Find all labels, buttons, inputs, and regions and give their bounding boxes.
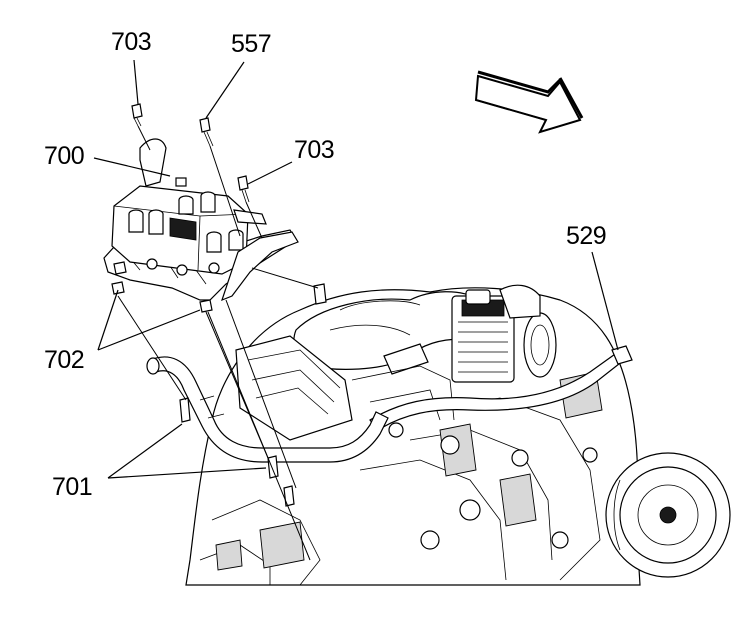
bolt-703-right [237, 175, 250, 203]
forward-arrow-icon [474, 70, 584, 134]
callout-701: 701 [52, 473, 93, 501]
callout-700: 700 [44, 142, 85, 170]
nut-702-left [111, 261, 127, 295]
coolant-pipe-701 [146, 356, 389, 463]
nut-702-right [199, 299, 213, 313]
leader-lines [93, 59, 619, 479]
callout-529: 529 [566, 222, 607, 250]
engine-block [185, 284, 731, 586]
bolt-703-top [131, 103, 143, 127]
assembly-lines [117, 125, 319, 561]
callout-703-top: 703 [111, 28, 152, 56]
coil-towers [128, 191, 244, 253]
callout-557: 557 [231, 30, 272, 58]
callout-703-right: 703 [294, 136, 335, 164]
bolt-557 [199, 117, 214, 147]
ignition-coil-bracket-700 [103, 138, 299, 302]
stud-701 [179, 283, 327, 507]
callout-702: 702 [44, 346, 85, 374]
